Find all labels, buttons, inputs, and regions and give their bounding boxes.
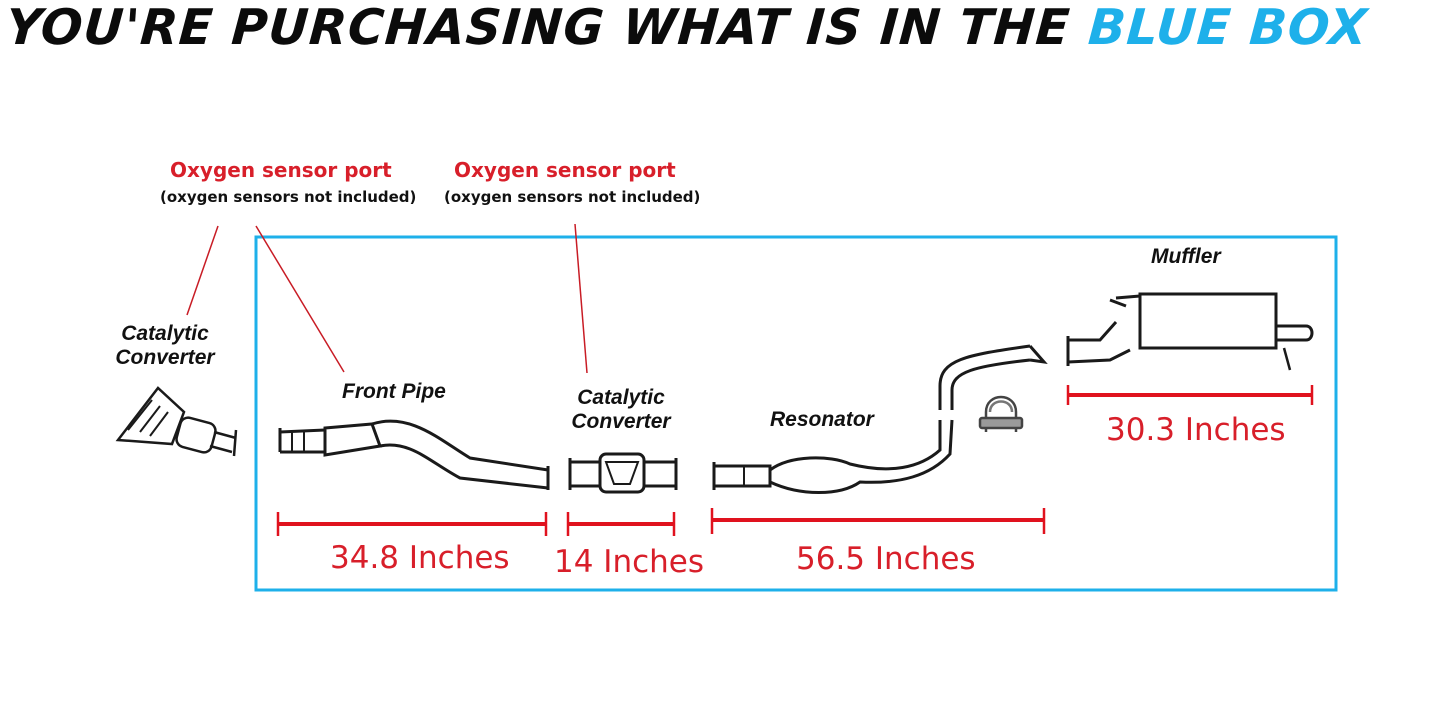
cat-converter-inside-icon: [568, 452, 678, 494]
cat-converter-outside-line1: Catalytic: [121, 322, 209, 345]
cat-converter-outside-label: Catalytic Converter: [100, 322, 230, 370]
resonator-label: Resonator: [770, 408, 874, 431]
sensor-port-title-1: Oxygen sensor port: [170, 158, 392, 182]
resonator-icon: [712, 344, 1048, 494]
cat-converter-inside-line1: Catalytic: [577, 386, 665, 409]
muffler-label: Muffler: [1151, 245, 1221, 268]
cat-converter-inside-label: Catalytic Converter: [556, 386, 686, 434]
muffler-dimension: [1066, 385, 1314, 405]
cat-converter-outside-icon: [115, 386, 238, 457]
cat-converter-inside-line2: Converter: [571, 410, 671, 433]
sensor-pointer-1a: [186, 225, 219, 316]
sensor-port-note-2: (oxygen sensors not included): [444, 188, 701, 206]
front-pipe-label: Front Pipe: [342, 380, 446, 403]
sensor-port-note-1: (oxygen sensors not included): [160, 188, 417, 206]
front-pipe-dimension: [276, 512, 548, 536]
front-pipe-icon: [278, 419, 550, 490]
sensor-pointer-1b: [255, 225, 345, 373]
catalytic-dimension: [566, 512, 676, 536]
sensor-pointer-2: [574, 223, 588, 374]
resonator-dimension: [710, 508, 1046, 534]
muffler-measurement: 30.3 Inches: [1106, 412, 1286, 448]
blue-box: [254, 235, 1338, 592]
muffler-icon: [1066, 292, 1314, 371]
sensor-port-title-2: Oxygen sensor port: [454, 158, 676, 182]
u-clamp-icon: [978, 395, 1024, 432]
front-pipe-measurement: 34.8 Inches: [330, 540, 510, 576]
resonator-measurement: 56.5 Inches: [796, 541, 976, 577]
cat-converter-outside-line2: Converter: [115, 346, 215, 369]
catalytic-measurement: 14 Inches: [554, 544, 705, 580]
